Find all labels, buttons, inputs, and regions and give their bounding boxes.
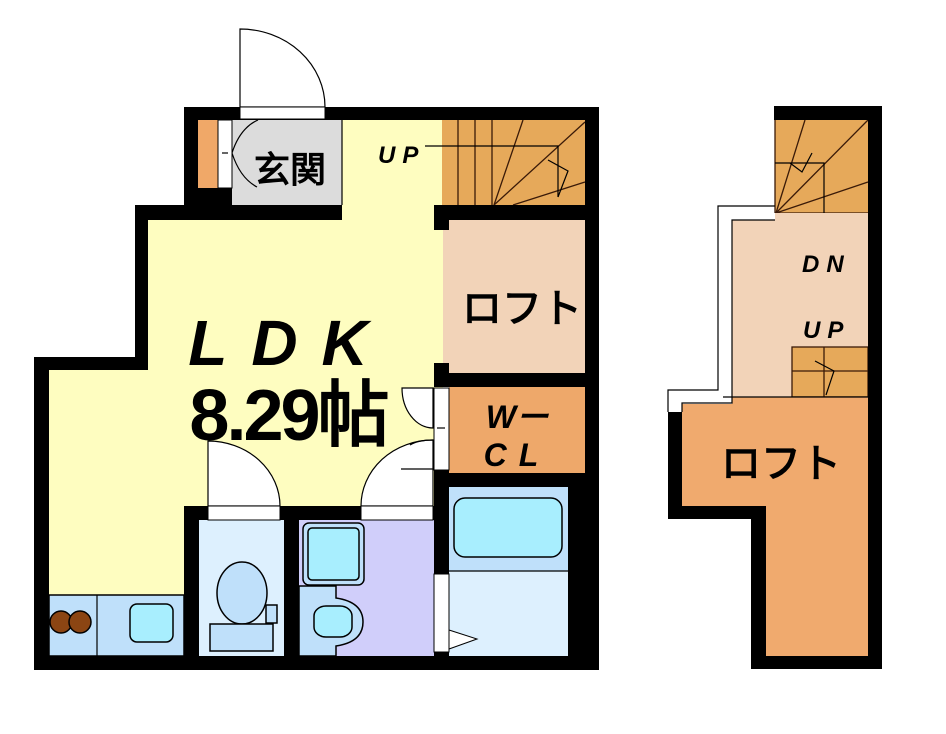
washroom-door [360, 505, 434, 521]
toilet-door [207, 505, 281, 521]
loft-label-main: ロフト [462, 287, 582, 331]
toilet-tank-icon [209, 623, 274, 652]
shoe-cabinet [198, 120, 218, 189]
entrance-door [239, 106, 326, 120]
loft-floor-walls [668, 106, 882, 669]
stairs-up-label: UP [378, 142, 425, 169]
ldk-floor-upper [342, 120, 443, 220]
closet-door [433, 387, 450, 471]
stairs-main [442, 120, 585, 205]
ldk-size-label: 8.29帖 [189, 376, 387, 456]
loft-area-main [443, 220, 585, 373]
stairs-main-lines [457, 119, 586, 206]
kitchen-sink-icon [129, 603, 174, 643]
closet-door-swing-2 [409, 439, 434, 446]
stove-burner-icon [68, 610, 92, 634]
toilet-bowl-icon [216, 561, 268, 625]
loft-label-upper: ロフト [721, 442, 841, 486]
stairs-loft-up [792, 347, 868, 397]
ldk-label: LDK [188, 307, 392, 379]
stairs-up-arrow-icon [425, 145, 569, 198]
bathroom-door [433, 573, 450, 653]
closet-door-swing [401, 387, 434, 429]
washing-machine-pan-inner [307, 527, 360, 581]
ldk-floor [49, 220, 443, 595]
stairs-down-label: DN [802, 251, 851, 278]
entrance-inner-door [217, 119, 233, 189]
loft-floor-plan: DN UP ロフト [667, 106, 882, 669]
walk-in-closet [449, 387, 585, 473]
main-floor-plan: 玄関 UP LDK 8.29帖 ロフト Wー CL [34, 28, 599, 670]
entrance-label: 玄関 [254, 149, 326, 190]
loft-edge-inner [681, 219, 775, 412]
loft-edge-outer [667, 205, 775, 412]
loft-area-upper [682, 397, 868, 656]
stairs-loft-up-arrow-icon [814, 360, 835, 396]
stairs-up-label-loft: UP [803, 317, 850, 344]
wash-basin-icon [313, 605, 353, 638]
toilet-door-swing [207, 440, 281, 507]
bathtub-icon [453, 497, 563, 558]
toilet-paper-holder-icon [265, 604, 278, 624]
closet-label-line2: CL [484, 437, 551, 473]
closet-label-line1: Wー [486, 399, 549, 435]
entrance-door-swing [239, 28, 326, 108]
